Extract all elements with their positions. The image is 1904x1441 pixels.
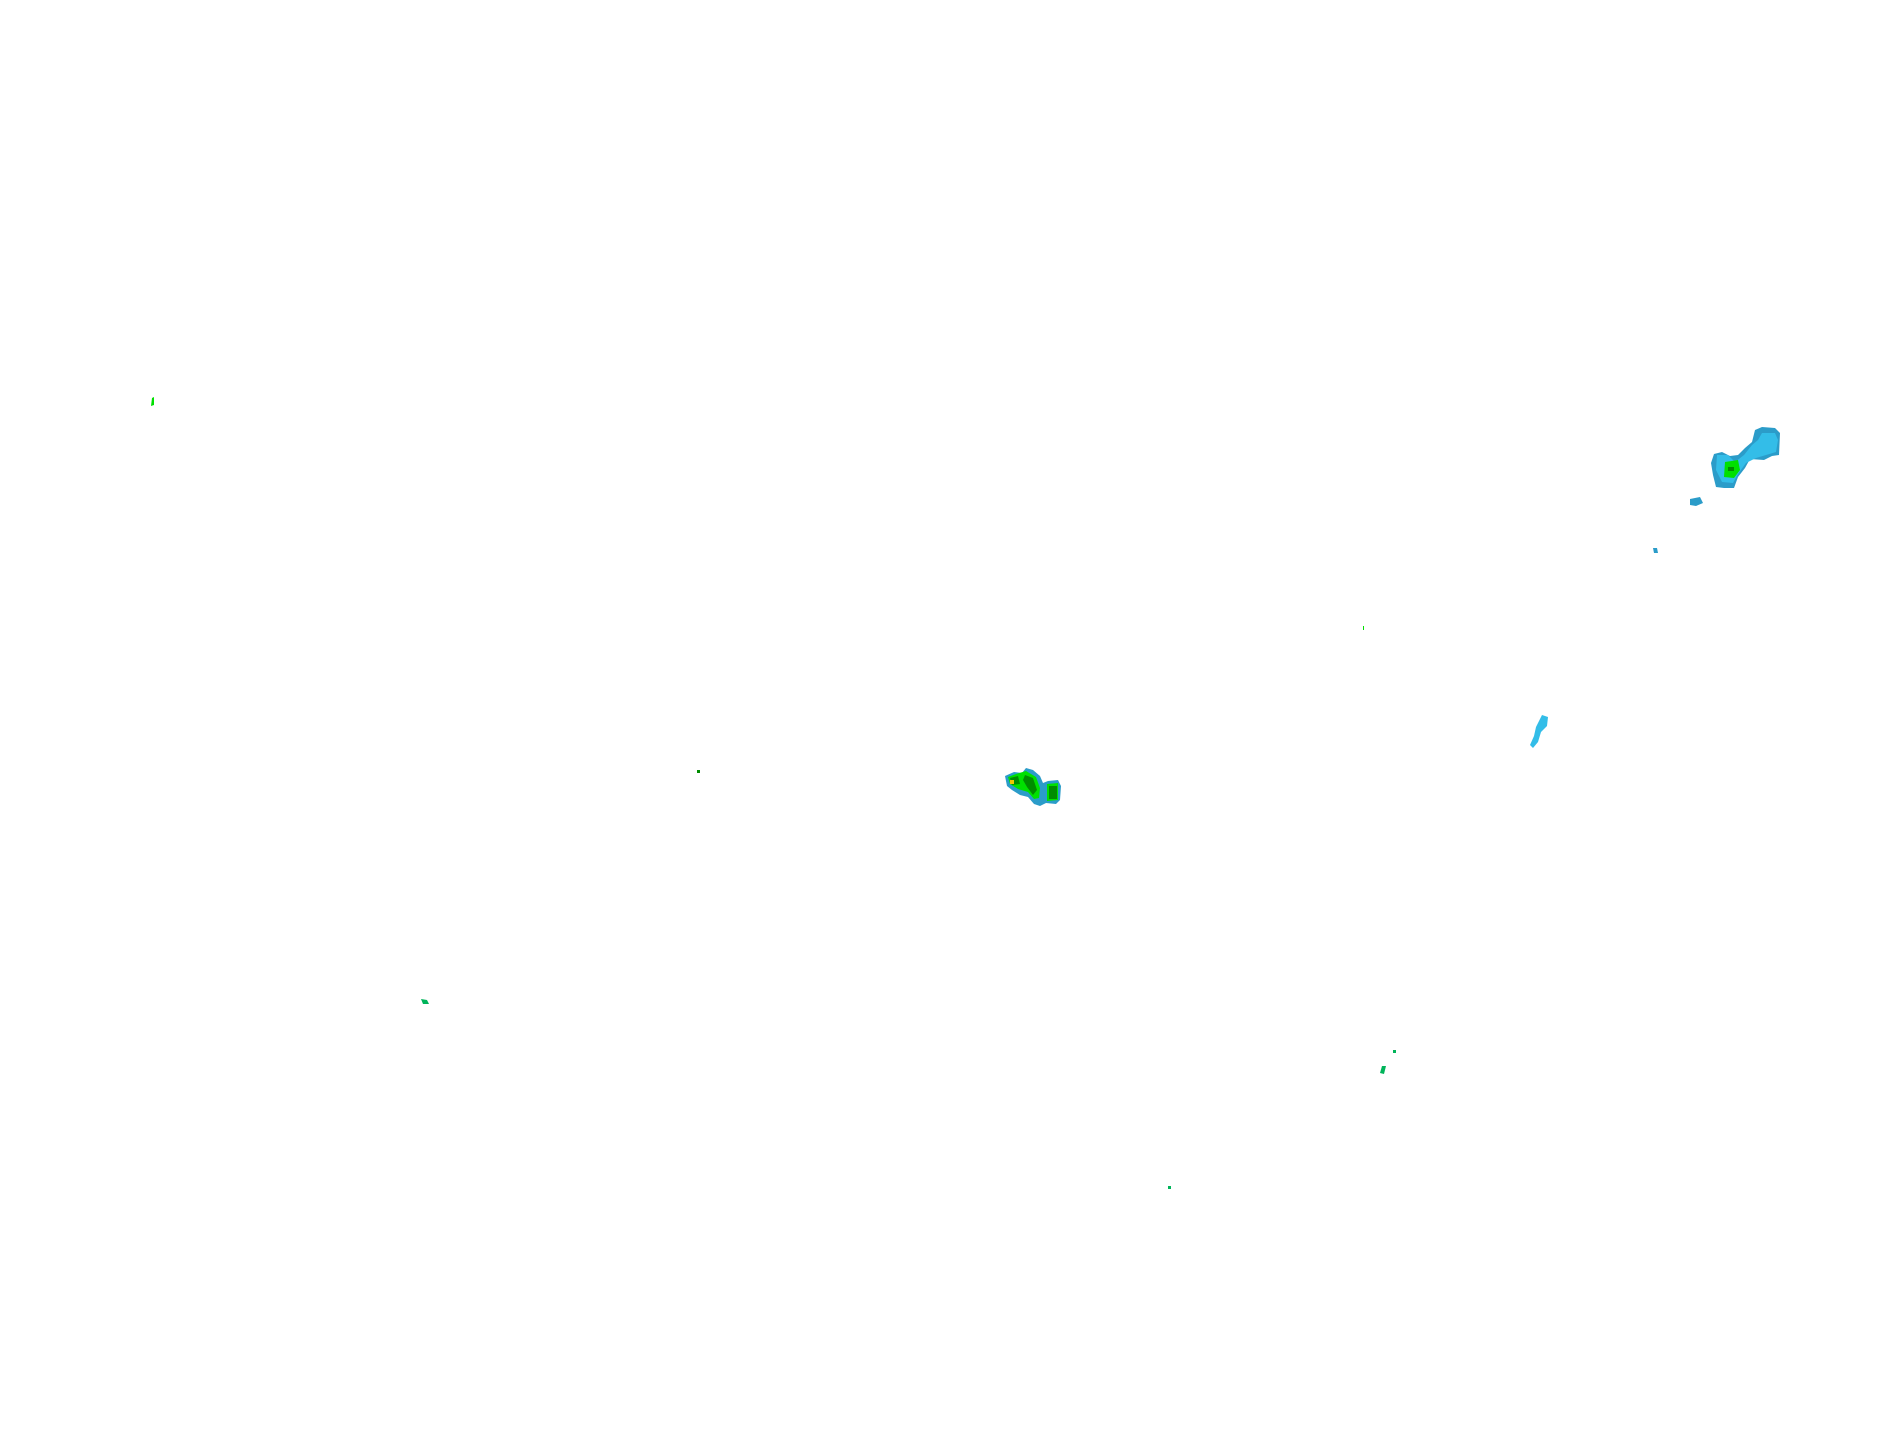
- radar-echo: [151, 397, 154, 406]
- radar-echo: [1168, 1186, 1171, 1189]
- radar-echo: [697, 770, 700, 773]
- storm-cell-central: [1005, 768, 1061, 806]
- storm-cell-northeast: [1690, 427, 1780, 506]
- radar-echo: [1393, 1050, 1396, 1053]
- scattered-echoes: [151, 397, 1658, 1189]
- radar-echo: [1049, 786, 1057, 799]
- radar-echo: [1653, 548, 1658, 553]
- radar-echo: [1010, 780, 1014, 784]
- radar-echo: [421, 999, 429, 1004]
- radar-echo: [1530, 715, 1548, 748]
- radar-echo: [1023, 775, 1037, 795]
- radar-echo: [1363, 626, 1364, 630]
- radar-echo: [1728, 467, 1734, 471]
- radar-echo: [1690, 497, 1703, 506]
- radar-echo: [1380, 1066, 1386, 1074]
